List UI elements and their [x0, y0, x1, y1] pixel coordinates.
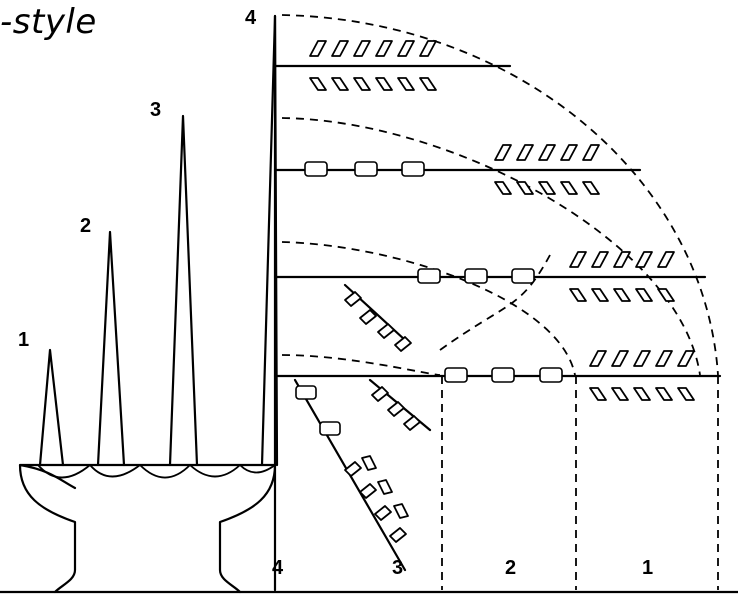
arc-2 [281, 117, 701, 376]
zone-label-2: 2 [505, 557, 516, 579]
shoot-label-1: 1 [18, 329, 29, 351]
leaf-cluster-row-3 [344, 251, 675, 352]
arc-5 [439, 254, 551, 351]
leaf-cluster-row-4 [344, 350, 695, 543]
leaf-cluster-row-1 [309, 40, 437, 91]
shoot-label-2: 2 [80, 215, 91, 237]
bud-cluster-row-3 [417, 268, 535, 284]
bud-cluster-row-2 [304, 161, 425, 177]
zone-label-3: 3 [392, 557, 403, 579]
shoot-label-3: 3 [150, 99, 161, 121]
base-scallops [37, 464, 276, 479]
zone-label-4: 4 [272, 557, 284, 579]
stem-2 [96, 230, 126, 467]
plant-base [18, 463, 277, 594]
title-fragment: -style [0, 2, 97, 42]
arc-4 [281, 354, 441, 376]
arc-1 [281, 14, 719, 376]
stem-3 [168, 114, 199, 467]
bud-cluster-row-4 [295, 367, 563, 436]
stem-1 [38, 348, 65, 467]
leaf-cluster-row-2 [494, 144, 600, 195]
arc-3 [281, 241, 576, 376]
shoot-label-4: 4 [245, 7, 257, 29]
zone-label-1: 1 [642, 557, 653, 579]
